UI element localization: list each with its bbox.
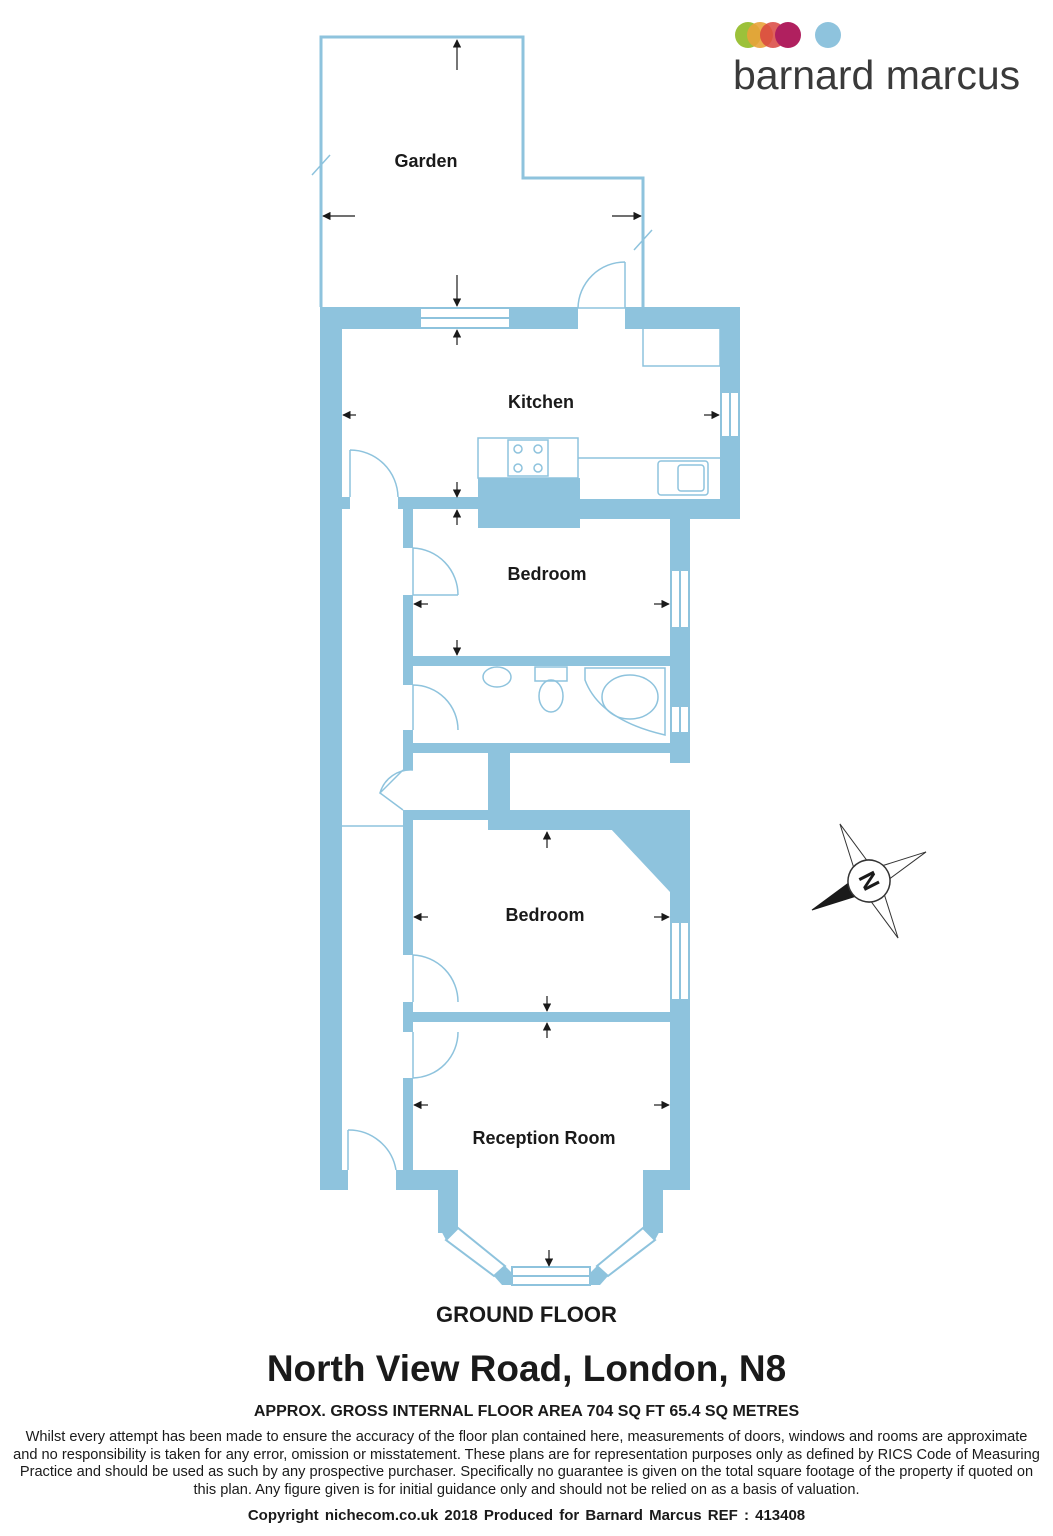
wall-corridor-6 [403, 1078, 413, 1190]
wall-corridor-1 [403, 508, 413, 548]
floor-title: GROUND FLOOR [436, 1302, 617, 1327]
wall-bedroom2-right-top [670, 828, 690, 922]
wall-bedroom2-right-bottom [670, 1000, 690, 1190]
room-label-bedroom-1: Bedroom [507, 564, 586, 584]
door-cupboard [378, 769, 414, 811]
door-bathroom [412, 684, 459, 731]
footer-credit: Copyright nichecom.co.uk 2018 Produced f… [247, 1507, 806, 1524]
door-front [347, 1129, 397, 1171]
chimney-breast [478, 478, 580, 528]
dimension-arrows [322, 39, 720, 1267]
wall-corridor-4 [403, 810, 413, 955]
room-label-reception: Reception Room [472, 1128, 615, 1148]
compass-icon [811, 823, 927, 939]
windows [419, 307, 740, 1286]
wall-corridor-3 [403, 730, 413, 770]
hob-icon [507, 439, 549, 477]
bay-wall-right [643, 1185, 663, 1233]
wall-bedroom1-right-top [670, 508, 690, 570]
kitchen-fittings [477, 327, 721, 496]
floor-plan: Garden Kitchen Bedroom Bedroom Reception… [311, 35, 927, 1286]
floor-area: APPROX. GROSS INTERNAL FLOOR AREA 704 SQ… [253, 1403, 800, 1420]
brand-name: barnard marcus [733, 52, 1021, 98]
wall-cupboard-bottom [403, 810, 490, 820]
bay-corner [590, 1266, 608, 1285]
wall-kitchen-bottom-stub [340, 497, 350, 509]
room-label-garden: Garden [394, 151, 457, 171]
garden-outline [319, 35, 645, 307]
wall-left-outer [320, 307, 342, 1190]
wall-corridor-2 [403, 595, 413, 685]
wall-kitchen-bottom-left [398, 497, 480, 509]
window-bay-right [595, 1226, 657, 1278]
bath-icon [584, 667, 666, 736]
wall-bedroom1-bath [403, 656, 683, 666]
basin-icon [482, 666, 512, 688]
wall-kitchen-right-top [720, 307, 740, 392]
wall-corridor-5 [403, 1002, 413, 1032]
wall-bottom-left [320, 1170, 348, 1190]
walls [320, 307, 740, 1285]
wall-kitchen-right-bottom [720, 437, 740, 519]
wall-bedroom2-reception [403, 1012, 683, 1022]
wall-bedroom2-top [488, 810, 690, 830]
wall-kitchen-top-left [320, 307, 420, 329]
wall-cupboard-right [488, 750, 510, 820]
room-label-kitchen: Kitchen [508, 392, 574, 412]
kitchen-worktop [477, 437, 579, 479]
wall-bedroom1-right-mid [670, 628, 690, 706]
toilet-icon [534, 666, 568, 682]
wall-kitchen-top-mid [510, 307, 578, 329]
sink-icon [657, 460, 709, 496]
door-reception [412, 1031, 459, 1079]
garden-boundary [311, 154, 331, 176]
disclaimer-text: Whilst every attempt has been made to en… [13, 1429, 1040, 1498]
door-garden [577, 261, 626, 309]
property-address: North View Road, London, N8 [266, 1348, 787, 1389]
door-bedroom1 [412, 547, 459, 596]
bathroom-fittings [482, 666, 666, 736]
room-label-bedroom-2: Bedroom [505, 905, 584, 925]
window-bay-left [444, 1226, 507, 1278]
door-kitchen [349, 449, 399, 498]
bay-wall-left [438, 1185, 458, 1233]
wall-kitchen-top-right [625, 307, 740, 329]
bay-corner [494, 1266, 512, 1285]
doors [311, 154, 653, 1171]
wall-bath-bottom [403, 743, 690, 753]
door-bedroom2 [412, 954, 459, 1003]
garden-boundary [633, 229, 653, 251]
wall-kitchen-bottom-right [578, 499, 740, 519]
fridge [642, 327, 721, 367]
